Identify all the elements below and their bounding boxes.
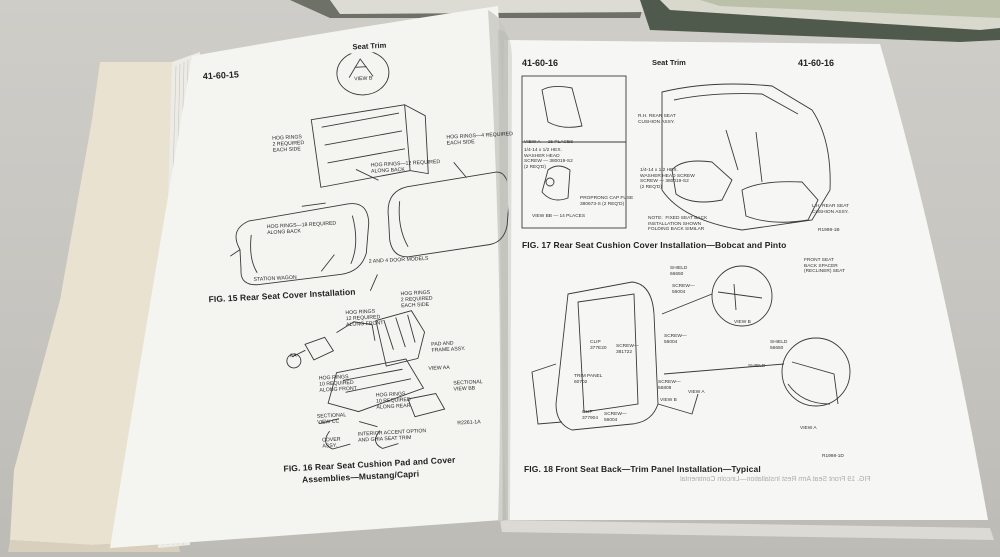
label-hog-front: HOG RINGS 12 REQUIRED ALONG FRONT: [345, 308, 384, 329]
right-page: 41-60-16 Seat Trim 41-60-16 VIEW A — 15 …: [512, 44, 851, 514]
label-washer: 1/4-14 x 1/2 HEX. WASHER HEAD SCREW — 38…: [524, 148, 573, 170]
label-shield-low: SHIELD: [748, 364, 766, 369]
label-screw4: SCREW— 56808: [658, 380, 681, 391]
label-view-aa: VIEW AA: [428, 364, 450, 372]
rh-cushion: [671, 160, 733, 203]
view-aa-detail: [304, 336, 335, 361]
pad-frame: [375, 310, 426, 367]
seat-cushion-cover: [327, 358, 425, 413]
label-pad-frame: PAD AND FRAME ASSY.: [431, 340, 466, 354]
label-view-b: VIEW B: [354, 75, 373, 83]
right-page-sheet: [502, 40, 988, 520]
lh-cushion: [741, 181, 819, 223]
seat-back-outline: [555, 281, 659, 431]
label-hog-side: HOG RINGS 2 REQUIRED EACH SIDE: [400, 289, 433, 310]
mirrored-bleed-text: FIG. 19 Front Seat Arm Rest Installation…: [680, 476, 871, 483]
seat-back-upper: [310, 104, 411, 188]
label-front-spacer: FRONT SEAT BACK SPACER (RECLINER) SEAT: [804, 258, 845, 275]
left-section-title: Seat Trim: [352, 40, 387, 52]
label-lh-cushion: L.H. REAR SEAT CUSHION ASSY.: [812, 204, 849, 215]
view-b-circle: [336, 50, 390, 96]
label-prong: PROPRONG CAP FUSE 380673-S (2 REQ'D): [580, 196, 634, 207]
fig15-drawing: [230, 50, 510, 292]
label-view-bb: VIEW BB — 14 PLACES: [532, 214, 586, 219]
view-boxes-frame: [521, 75, 627, 229]
label-fig16-code: R2261-1A: [457, 419, 481, 427]
right-section-title: Seat Trim: [652, 58, 686, 67]
label-aa: AA: [289, 352, 297, 360]
label-screw3: SCREW— 56004: [604, 412, 627, 423]
right-page-stack: [500, 520, 994, 540]
gutter-shadow: [488, 10, 508, 522]
label-screw-top: SCREW— 56004: [672, 284, 695, 295]
label-washer2: 1/4-14 x 1/2 HEX. WASHER HEAD SCREW SCRE…: [640, 168, 695, 190]
label-shield2: SHIELD 56650: [770, 340, 788, 351]
view-b-circle-fig18: [711, 265, 773, 327]
label-note: NOTE: FIXED SEAT BACK INSTALLATION SHOWN…: [648, 216, 708, 233]
fig18-caption: FIG. 18 Front Seat Back—Trim Panel Insta…: [524, 464, 761, 474]
label-sectional-bb: SECTIONAL VIEW BB: [453, 379, 483, 393]
label-cover-assy: COVER ASSY.: [321, 436, 341, 450]
gutter-shadow-inner: [498, 30, 512, 520]
label-hog-rear: HOG RINGS 10 REQUIRED ALONG REAR: [375, 391, 411, 411]
left-page: 41-60-15 Seat Trim: [188, 6, 525, 542]
seat-cushion-right: [387, 171, 510, 258]
label-trim-panel: TRIM PANEL 60702: [574, 374, 603, 385]
label-screw1: SCREW— 381722: [616, 344, 639, 355]
right-page-number-left: 41-60-16: [522, 58, 559, 68]
label-hog-each-side: HOG RINGS 2 REQUIRED EACH SIDE: [272, 134, 305, 154]
seat-cushion-left: [235, 203, 370, 286]
car-body-outline: [661, 83, 831, 231]
label-hog-10: HOG RINGS 10 REQUIRED ALONG FRONT: [318, 374, 358, 394]
label-screw2: SCREW— 56004: [664, 334, 687, 345]
manual-cover-tint: [700, 0, 1000, 18]
left-page-sheet: [110, 6, 506, 548]
label-fig17-code: R1998-1B: [818, 228, 840, 233]
manual-page-edge-top: [330, 0, 650, 14]
fig17-drawing: [521, 75, 831, 231]
fig16-drawing: [286, 310, 446, 450]
label-view-b-top: VIEW B: [734, 320, 751, 325]
label-rh-cushion: R.H. REAR SEAT CUSHION ASSY.: [638, 114, 676, 125]
label-shield-top: SHIELD 66650: [670, 266, 688, 277]
label-fig18-code: R1998-1D: [822, 454, 844, 459]
right-page-number-right: 41-60-16: [798, 58, 835, 68]
label-clip2: CLIP 377904: [582, 410, 599, 421]
fig18-drawing: [531, 265, 851, 431]
label-view-a-15: VIEW A — 15 PLACES: [524, 140, 574, 145]
label-view-b: VIEW B: [660, 398, 677, 403]
label-clip1: CLIP 377E20: [590, 340, 607, 351]
view-a-detail: [541, 85, 583, 128]
fig17-caption: FIG. 17 Rear Seat Cushion Cover Installa…: [522, 240, 787, 250]
label-view-a-low: VIEW A: [800, 426, 817, 431]
label-view-a: VIEW A: [688, 390, 705, 395]
label-sectional-cc: SECTIONAL VIEW CC: [316, 412, 347, 426]
view-a-circle-fig18: [781, 337, 851, 407]
view-bb-detail: [541, 165, 571, 201]
